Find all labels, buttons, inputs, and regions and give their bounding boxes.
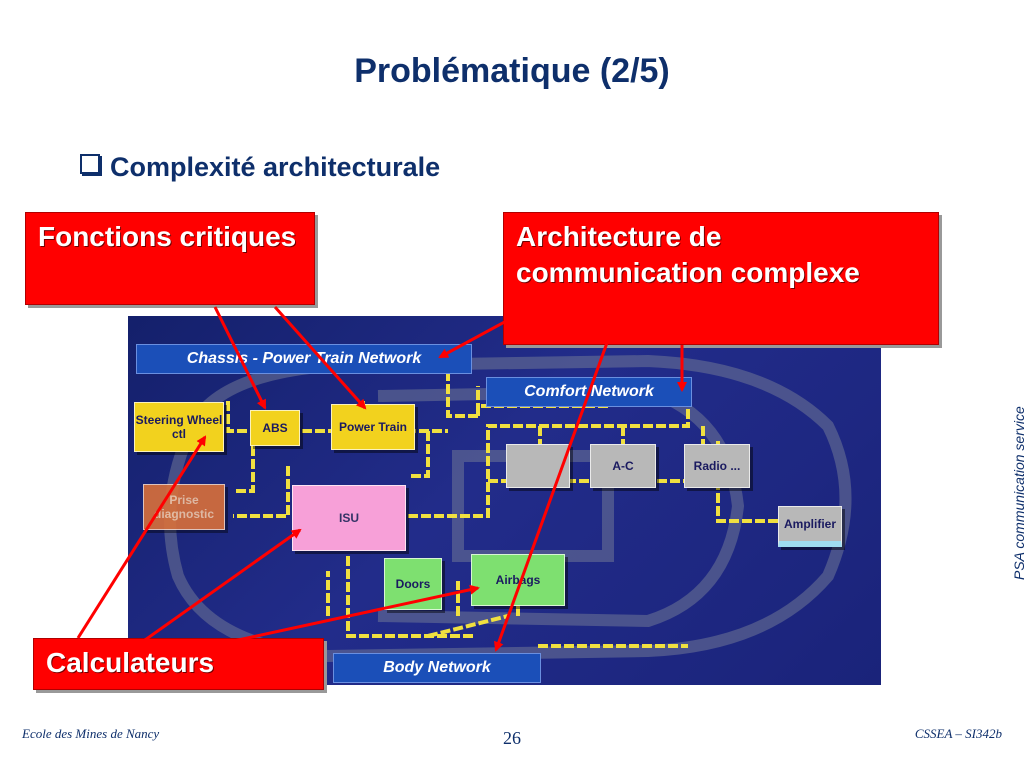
- ecus-callout: Calculateurs: [33, 638, 324, 690]
- prise-diagnostic-ecu: Prise diagnostic: [143, 484, 225, 530]
- body-network-label: Body Network: [333, 653, 541, 683]
- communication-architecture-callout: Architecture de communication complexe: [503, 212, 939, 345]
- bullet-point: Complexité architecturale: [80, 152, 440, 183]
- empty-comfort-ecu: [506, 444, 570, 488]
- bullet-text: Complexité architecturale: [110, 152, 441, 182]
- checkbox-bullet-icon: [80, 154, 100, 174]
- chassis-network-label: Chassis - Power Train Network: [136, 344, 472, 374]
- car-network-diagram: Chassis - Power Train Network Comfort Ne…: [128, 316, 881, 685]
- ac-ecu: A-C: [590, 444, 656, 488]
- page-number: 26: [503, 728, 521, 748]
- side-caption: PSA communication service: [1011, 406, 1024, 580]
- comfort-network-label: Comfort Network: [486, 377, 692, 407]
- doors-ecu: Doors: [384, 558, 442, 610]
- abs-ecu: ABS: [250, 410, 300, 446]
- footer-left: Ecole des Mines de Nancy: [22, 726, 160, 741]
- airbags-ecu: Airbags: [471, 554, 565, 606]
- radio-ecu: Radio ...: [684, 444, 750, 488]
- footer-right: CSSEA – SI342b: [914, 726, 1002, 741]
- power-train-ecu: Power Train: [331, 404, 415, 450]
- critical-functions-callout: Fonctions critiques: [25, 212, 315, 305]
- amplifier-ecu: Amplifier: [778, 506, 842, 547]
- isu-ecu: ISU: [292, 485, 406, 551]
- steering-wheel-ecu: Steering Wheel ctl: [134, 402, 224, 452]
- slide-title: Problématique (2/5): [354, 52, 670, 90]
